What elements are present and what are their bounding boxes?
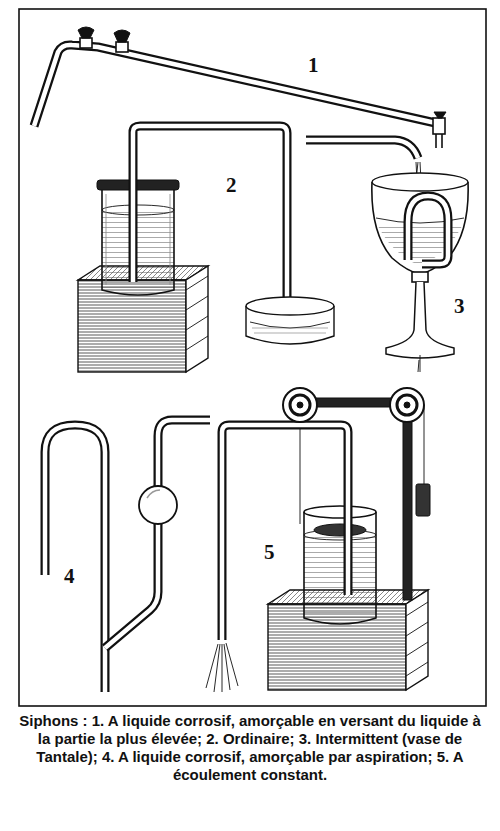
callout-number: 3 [452, 296, 467, 317]
callout-number: 5 [262, 542, 277, 563]
stopcock [114, 30, 130, 52]
constant-flow-siphon-5 [206, 388, 430, 692]
tantalus-cup-siphon-3 [306, 140, 468, 372]
stopcock [433, 112, 446, 148]
aspiration-siphon-4 [45, 420, 210, 692]
stopcock [78, 27, 94, 48]
ordinary-siphon-2 [78, 126, 334, 372]
callout-number: 4 [62, 566, 77, 587]
callout-number: 2 [224, 175, 239, 196]
callout-number: 1 [306, 55, 321, 76]
figure-caption: Siphons : 1. A liquide corrosif, amorçab… [14, 712, 486, 784]
frame [19, 9, 486, 706]
